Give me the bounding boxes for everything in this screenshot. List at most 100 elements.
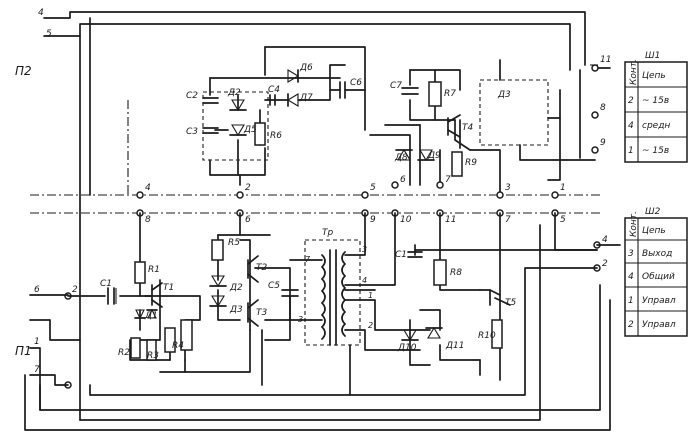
tr-pin-2: 2 (368, 321, 373, 330)
resistor-r10 (491, 319, 503, 349)
pin-circles (64, 64, 601, 389)
resistor-r5 (211, 239, 224, 261)
label-t5: Т5 (505, 298, 516, 308)
label-d11: Д11 (445, 341, 464, 351)
label-c4: С4 (268, 85, 280, 95)
capacitor-c1-input (107, 287, 117, 305)
diode-d6 (287, 69, 300, 83)
pin-left-1: 1 (34, 337, 40, 347)
tr-pin-7: 7 (305, 255, 311, 264)
sh1-header-num: Конт. (629, 59, 639, 85)
label-r1: R1 (148, 265, 160, 275)
transistor-t3 (247, 299, 259, 327)
tr-pin-3: 3 (298, 315, 303, 324)
pin-10: 10 (400, 215, 412, 225)
tr-pin-3b: 3 (362, 245, 367, 254)
sh2-row-0-name: Цепь (642, 226, 666, 236)
diode-d2 (229, 99, 247, 112)
capacitor-c1-output (407, 251, 423, 258)
connector-label-sh2: Ш2 (645, 207, 661, 217)
pin-left-top-5: 5 (46, 29, 52, 39)
sh1-row-3-num: 1 (628, 146, 634, 156)
label-t4: Т4 (462, 123, 473, 133)
connector-label-p2: П2 (15, 64, 32, 78)
connector-p1-lines (29, 294, 81, 411)
upper-left-block (202, 46, 366, 186)
diode-d3-lower (209, 295, 227, 308)
label-c2: С2 (186, 91, 198, 101)
sh2-row-4-name: Управл (642, 320, 676, 330)
pin-8-right: 8 (600, 103, 606, 113)
label-r3: R3 (147, 351, 159, 361)
sh2-row-2-name: Общий (642, 272, 675, 282)
label-r8: R8 (450, 268, 462, 278)
label-d10: Д10 (397, 343, 417, 353)
resistor-r2 (130, 337, 141, 359)
label-d1: Д1 (144, 311, 158, 321)
transistor-t4 (447, 114, 461, 138)
label-d8: Д8 (394, 153, 408, 163)
diode-d10 (401, 329, 419, 342)
label-c1-output: С1 (395, 250, 407, 260)
capacitor-c7 (401, 87, 419, 95)
pin-5b: 5 (560, 215, 566, 225)
sh1-row-2-name: средн (642, 121, 670, 131)
capacitor-c4 (269, 94, 276, 106)
resistor-r1 (134, 261, 146, 284)
capacitor-c3 (202, 127, 219, 134)
sh2-row-4-num: 2 (628, 320, 634, 330)
pin-left-7: 7 (34, 365, 40, 375)
label-c3: С3 (186, 127, 198, 137)
transistor-t2 (247, 255, 259, 283)
tr-pin-4: 4 (362, 276, 367, 285)
label-r4: R4 (172, 341, 184, 351)
pin-8: 8 (145, 215, 151, 225)
resistor-r9 (451, 151, 463, 177)
ground-marks (261, 329, 351, 396)
sh2-row-3-num: 1 (628, 296, 634, 306)
pin-5: 5 (370, 183, 376, 193)
sh2-header-num: Конт. (629, 211, 639, 237)
label-d5: Д5 (243, 125, 257, 135)
label-c6: С6 (350, 78, 362, 88)
diode-d7 (286, 93, 299, 107)
connector-label-p1: П1 (15, 344, 32, 358)
label-c5: С5 (268, 281, 280, 291)
resistor-r4 (164, 327, 176, 353)
pin-1: 1 (560, 183, 566, 193)
diode-d11 (425, 326, 443, 339)
lower-left-block (67, 212, 306, 373)
pin-left-6: 6 (34, 285, 40, 295)
label-r2: R2 (118, 348, 130, 358)
transformer-tr (304, 212, 431, 351)
tr-pin-1: 1 (368, 291, 373, 300)
pin-11-right: 11 (600, 55, 611, 65)
label-r7: R7 (444, 89, 456, 99)
pin-7b: 7 (505, 215, 511, 225)
label-tr: Тр (322, 228, 333, 238)
sh2-row-3-name: Управл (642, 296, 676, 306)
label-r10: R10 (478, 331, 496, 341)
diode-d5 (229, 124, 247, 137)
diode-d9 (417, 149, 435, 162)
pin-3: 3 (505, 183, 511, 193)
label-d7: Д7 (299, 93, 313, 103)
label-r9: R9 (465, 158, 477, 168)
label-d3-lower: Д3 (229, 305, 243, 315)
label-d2: Д2 (227, 88, 241, 98)
pin-2-right: 2 (602, 259, 608, 269)
sh2-row-2-num: 4 (628, 272, 634, 282)
sh1-row-0-name: Цепь (642, 71, 666, 81)
pin-11: 11 (445, 215, 456, 225)
sh1-row-2-num: 4 (628, 121, 634, 131)
label-r6: R6 (270, 131, 282, 141)
pin-9-right: 9 (600, 138, 606, 148)
pin-9: 9 (370, 215, 376, 225)
diode-d1 (134, 308, 158, 320)
label-dz: Д3 (497, 90, 511, 100)
capacitor-c2 (202, 97, 219, 104)
transistor-t1 (144, 282, 163, 308)
sh1-row-3-name: ~ 15в (642, 146, 669, 156)
label-d9: Д9 (427, 151, 441, 161)
